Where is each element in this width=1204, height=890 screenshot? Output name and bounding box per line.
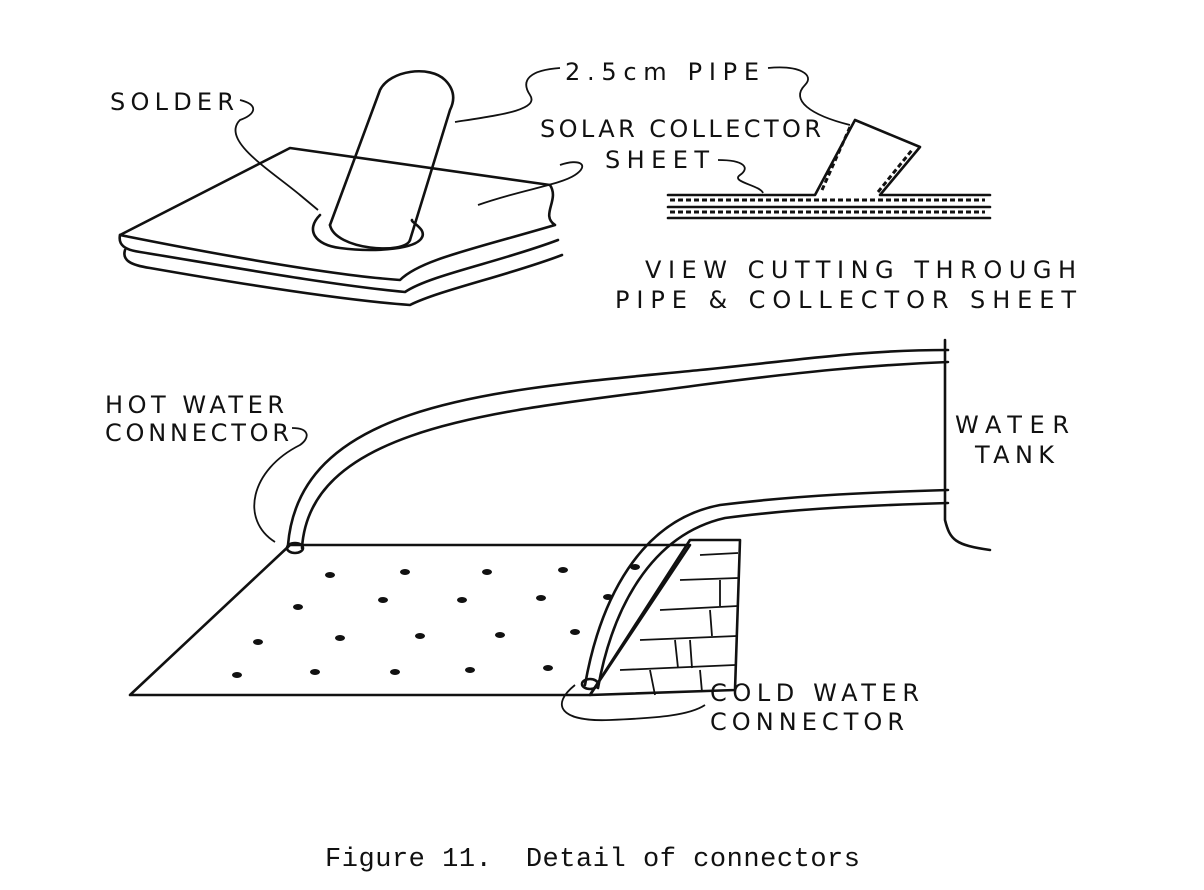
collector-plate <box>128 543 692 697</box>
hot-connector-leader <box>253 427 308 543</box>
tank-label-line2: TANK <box>974 441 1055 469</box>
pipe-label: 2.5cm PIPE <box>565 58 760 86</box>
cold-water-label-line2: CONNECTOR <box>710 708 905 736</box>
tank-label-line1: WATER <box>955 411 1070 439</box>
water-tank <box>943 338 992 552</box>
pipe-3d <box>311 69 455 252</box>
solar-collector-label: SOLAR COLLECTOR <box>540 115 822 143</box>
pipe-leader-right <box>767 66 851 126</box>
brick-support <box>588 538 742 697</box>
sheet-leader <box>477 161 584 206</box>
figure-caption: Figure 11. Detail of connectors <box>325 845 860 875</box>
collector-sheet-perspective <box>118 146 564 307</box>
water-pipes <box>285 348 950 691</box>
view-label-line2: PIPE & COLLECTOR SHEET <box>615 286 1077 314</box>
cold-water-label-line1: COLD WATER <box>710 679 920 707</box>
view-label-line1: VIEW CUTTING THROUGH <box>645 256 1077 284</box>
cold-connector-leader <box>560 684 706 721</box>
hot-water-label-line1: HOT WATER <box>105 391 285 419</box>
solder-label: SOLDER <box>110 88 235 116</box>
sheet-label: SHEET <box>605 146 710 174</box>
cross-section <box>666 118 992 220</box>
solder-leader <box>234 99 319 211</box>
section-sheet-leader <box>717 159 764 194</box>
pipe-leader-left <box>454 67 561 123</box>
hot-water-label-line2: CONNECTOR <box>105 419 290 447</box>
